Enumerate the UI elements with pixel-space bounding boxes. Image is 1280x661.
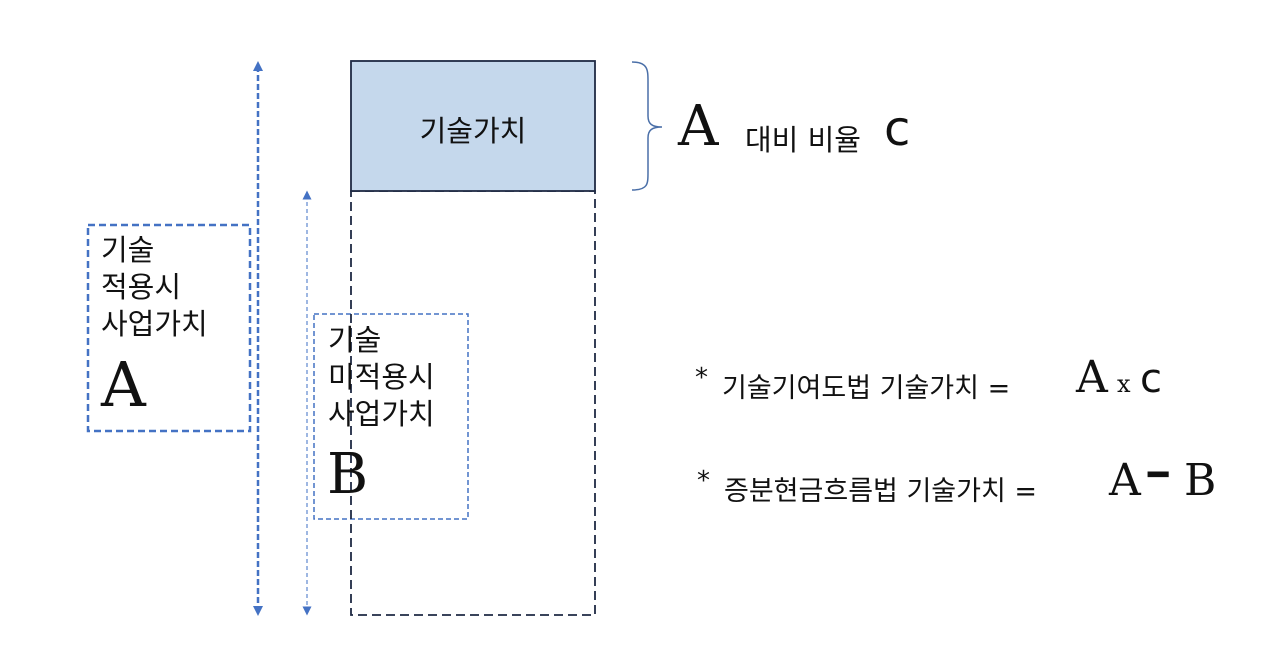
business-value-column [350,190,596,616]
formula-1-a: A [1076,352,1108,403]
with-tech-line-1: 기술 [101,233,155,267]
formula-2-b: B [1184,455,1217,506]
ratio-letter-c: c [884,101,911,157]
formula-2-star: * [697,466,710,496]
with-tech-letter: A [101,348,146,421]
without-tech-line-1: 기술 [328,323,382,357]
formula-1-op: x [1117,370,1131,398]
tech-value-box [350,60,596,192]
without-tech-letter: B [327,442,369,507]
ratio-brace [631,61,663,191]
without-tech-line-3: 사업가치 [328,397,435,431]
without-tech-label: 기술 미적용시 사업가치 [328,322,435,433]
formula-2-a: A [1109,455,1141,506]
with-tech-line-2: 적용시 [101,270,182,304]
ratio-text: 대비 비율 [745,123,861,157]
formula-1-text: 기술기여도법 기술가치 = [722,373,1011,404]
without-tech-line-2: 미적용시 [328,360,435,394]
formula-2-text: 증분현금흐름법 기술가치 = [724,476,1038,507]
ratio-letter-a: A [678,94,719,159]
formula-1-c: c [1140,356,1162,402]
tech-value-label: 기술가치 [419,114,527,148]
with-tech-line-3: 사업가치 [101,307,208,341]
formula-1-star: * [695,363,708,393]
formula-2-op: ━ [1148,455,1169,495]
with-tech-label: 기술 적용시 사업가치 [101,232,208,343]
without-tech-box [313,313,469,520]
with-tech-box [86,223,252,433]
